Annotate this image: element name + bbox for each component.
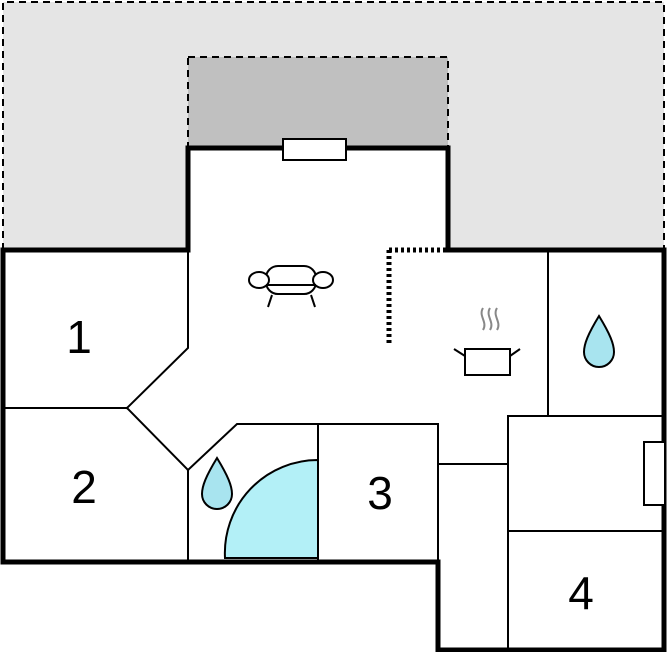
wall-room1-diagonal bbox=[125, 249, 189, 410]
room-label-1: 1 bbox=[66, 311, 92, 363]
interior-floor bbox=[3, 148, 664, 650]
sofa-icon bbox=[248, 265, 334, 308]
wall-bath-room3-top bbox=[186, 423, 439, 563]
window-top bbox=[282, 138, 347, 161]
kitchen-counter bbox=[386, 247, 446, 346]
balcony-area bbox=[187, 56, 449, 150]
bath-tub bbox=[223, 458, 319, 559]
room-label-3: 3 bbox=[367, 467, 393, 519]
water-drop-icon bbox=[582, 314, 616, 368]
exterior-walls bbox=[0, 145, 667, 652]
room-label-4: 4 bbox=[568, 567, 594, 619]
water-drop-icon bbox=[200, 456, 234, 510]
wall-room2-diagonal bbox=[125, 406, 190, 472]
cooking-pot-icon bbox=[453, 307, 521, 376]
room-label-2: 2 bbox=[71, 461, 97, 513]
window-right bbox=[643, 441, 666, 506]
